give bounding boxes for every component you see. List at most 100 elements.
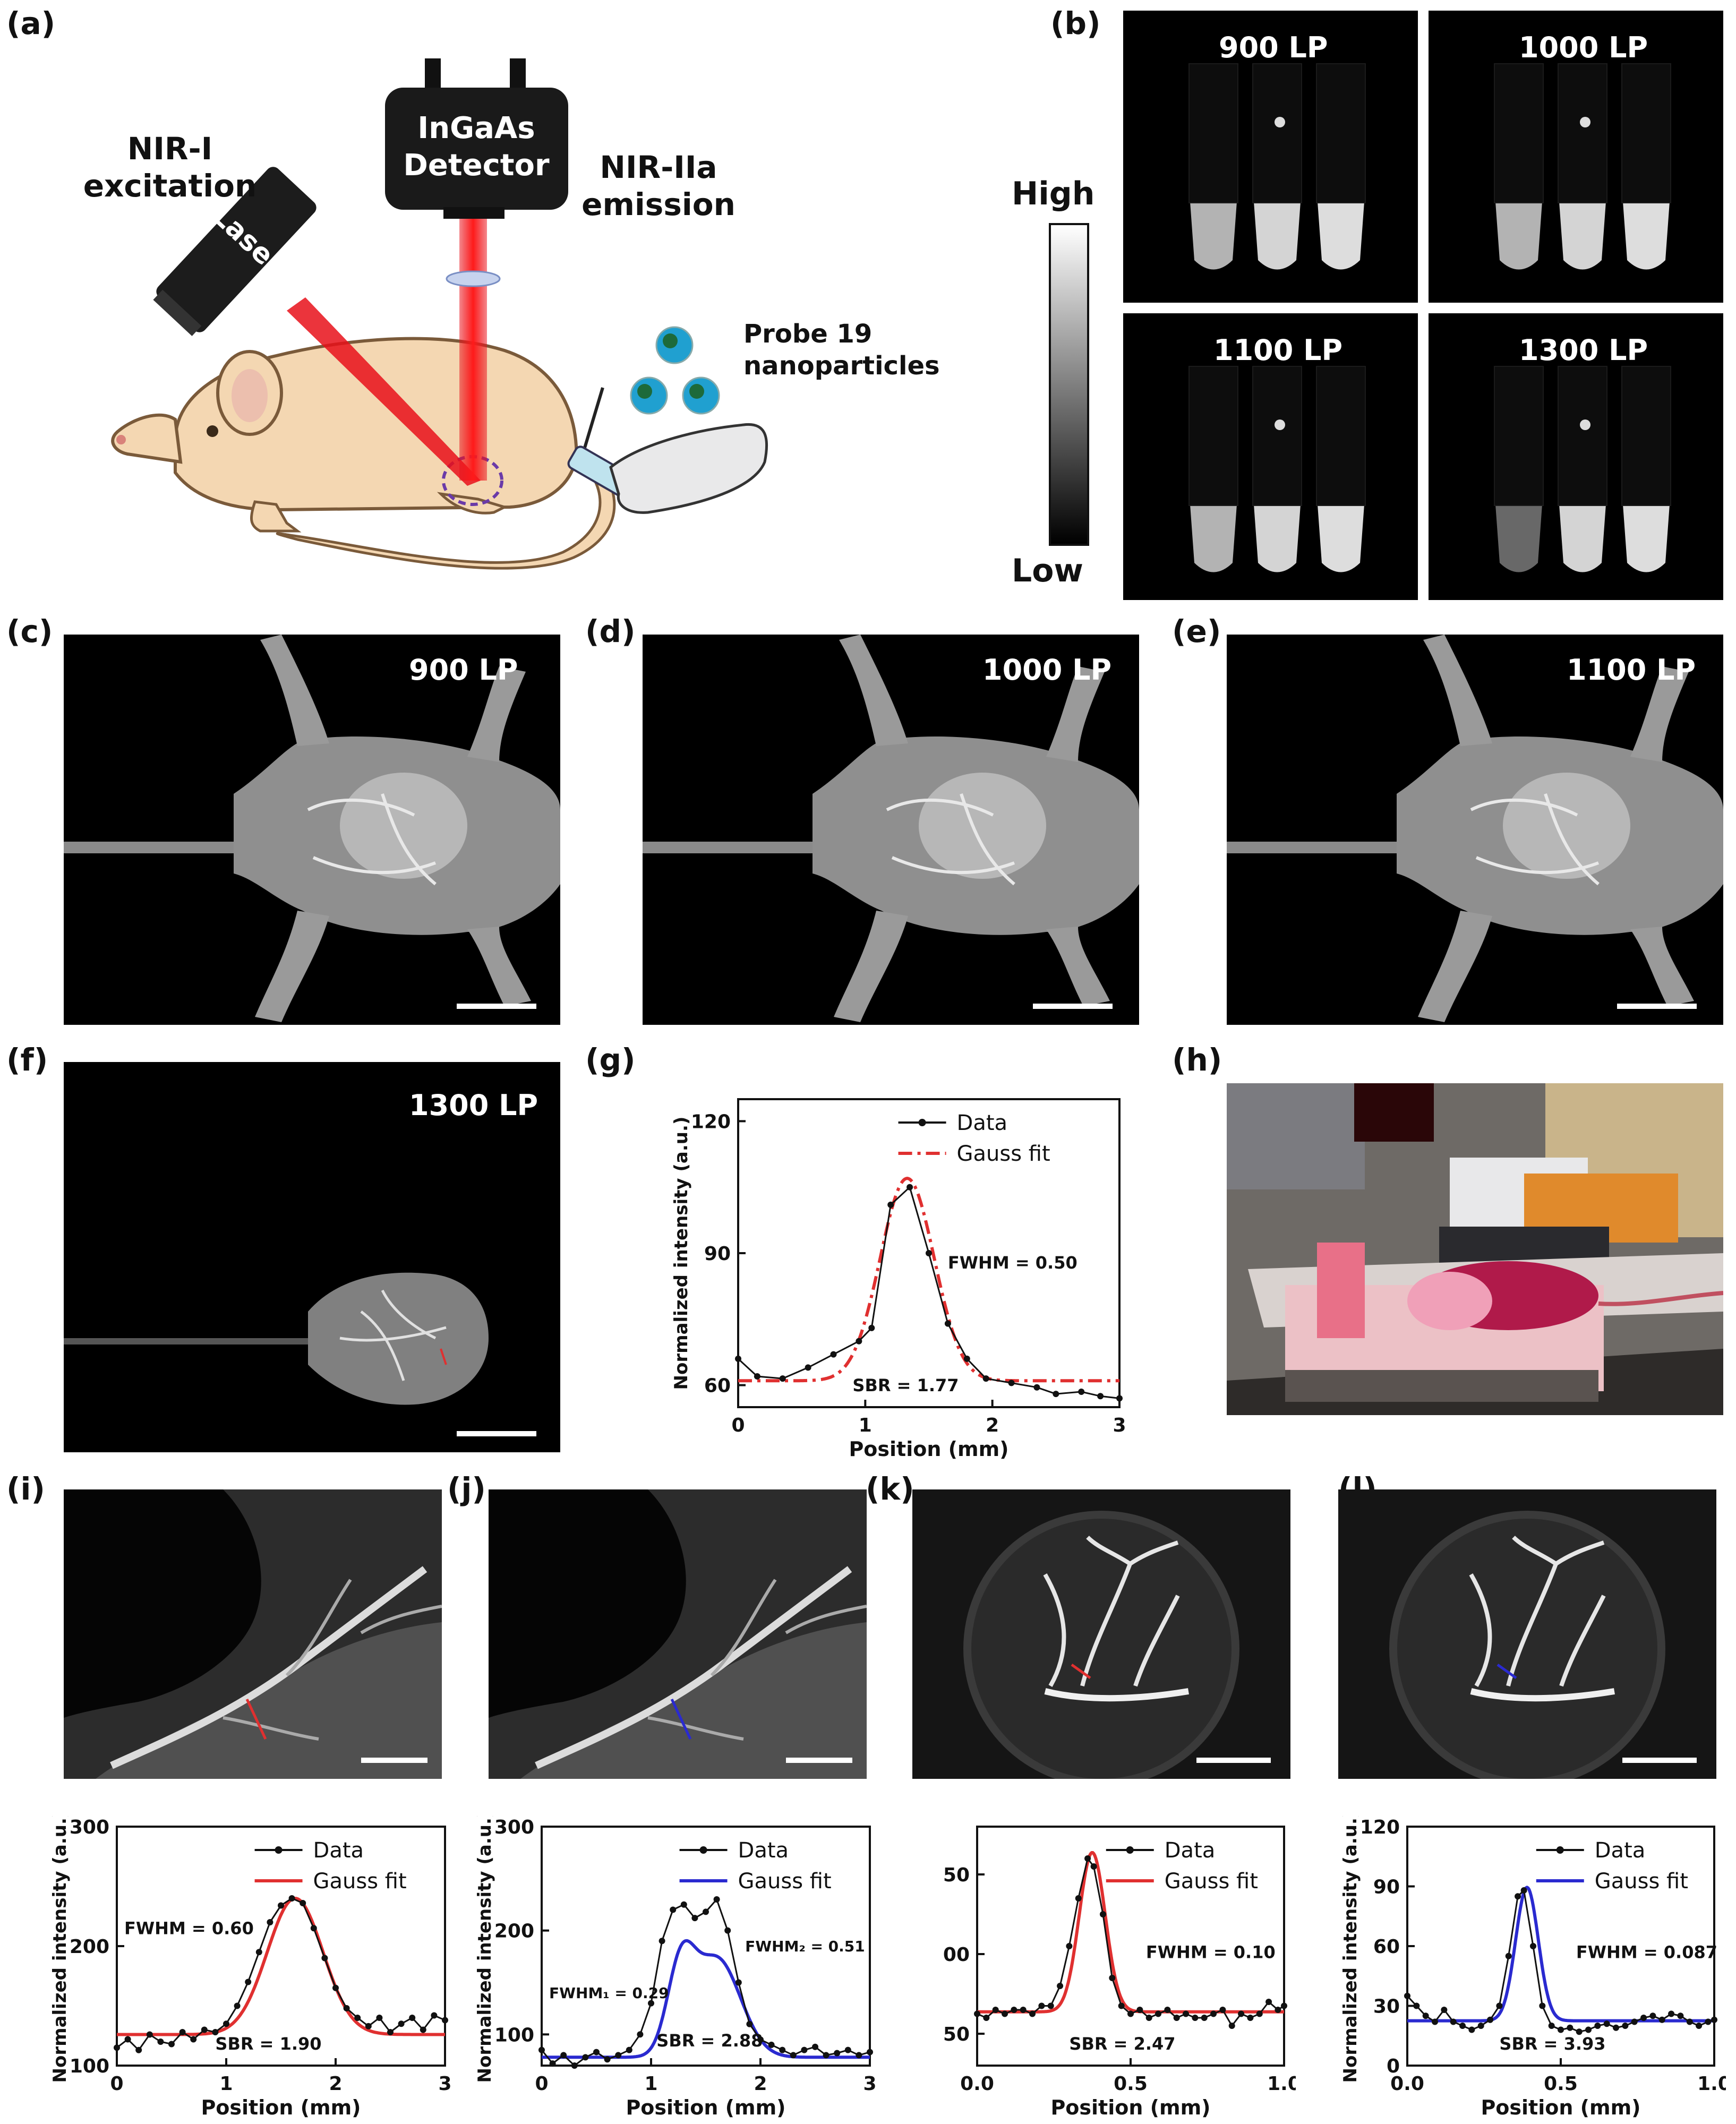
leg-lower-right [1630, 927, 1694, 1006]
filter-label: 1000 LP [1519, 31, 1648, 64]
data-point [768, 2041, 775, 2048]
x-axis-label: Position (mm) [201, 2096, 361, 2119]
data-point [1238, 2010, 1245, 2017]
legend-fit-label: Gauss fit [313, 1869, 407, 1894]
legend-fit-label: Gauss fit [1165, 1869, 1258, 1894]
annotation-fwhm2: FWHM₂ = 0.51 [745, 1938, 865, 1955]
vessel-lines [1470, 793, 1600, 886]
scale-bar [457, 1004, 536, 1009]
data-point [1097, 1393, 1104, 1400]
mouse-body-glow [643, 635, 1139, 1022]
detector-text-2: Detector [403, 148, 550, 183]
data-point [735, 1979, 742, 1986]
tube-wall [1188, 366, 1238, 506]
y-tick-label: 0 [1387, 2056, 1400, 2077]
mouse-silhouette [643, 635, 1139, 1022]
tube [1559, 504, 1606, 572]
mouse-body-glow [1227, 635, 1723, 1022]
annotation-sbr: SBR = 1.77 [852, 1375, 959, 1395]
data-point [604, 2056, 611, 2063]
filter-label: 900 LP [1219, 31, 1328, 64]
data-point [571, 2062, 578, 2069]
data-point [1567, 2024, 1573, 2031]
tube-wall [1494, 366, 1544, 506]
tube-wall [1252, 366, 1302, 506]
data-point [365, 2023, 372, 2029]
data-point [1002, 2010, 1008, 2017]
tube [1254, 202, 1301, 270]
data-point [420, 2026, 426, 2033]
data-point [310, 1925, 317, 1932]
data-point [549, 2060, 556, 2067]
y-tick-label: 200 [494, 1921, 534, 1942]
reflection-spot [1580, 419, 1590, 430]
y-tick-label: 00 [943, 1944, 970, 1966]
scale-bar [1622, 1758, 1697, 1763]
data-point [179, 2029, 186, 2035]
data-point [1116, 1395, 1123, 1402]
data-point [801, 2046, 808, 2053]
hindlimb-vessels [64, 1489, 442, 1779]
mouse-silhouette [1227, 635, 1723, 1022]
mouse-image-1000: 1000 LP [643, 635, 1139, 1025]
profile-line [1496, 1663, 1517, 1680]
tube-wall [1252, 63, 1302, 203]
y-tick-label: 60 [1373, 1936, 1400, 1958]
x-tick-label: 3 [863, 2073, 876, 2095]
x-axis-label: Position (mm) [849, 1437, 1008, 1461]
excitation-beam [287, 297, 481, 486]
x-tick-label: 1.0 [1697, 2073, 1726, 2095]
data-point [157, 2039, 164, 2045]
profile-line [440, 1348, 447, 1365]
mouse-body-glow [64, 635, 560, 1022]
x-tick-label: 0.5 [1114, 2073, 1148, 2095]
scale-bar [457, 1431, 536, 1436]
hindlimb-vessels [489, 1489, 867, 1779]
panel-label-j: (j) [447, 1471, 486, 1507]
x-tick-label: 0.0 [960, 2073, 994, 2095]
data-point [830, 1351, 837, 1358]
data-point [135, 2046, 142, 2053]
vessel-image-l [1338, 1489, 1716, 1779]
data-point [593, 2049, 600, 2056]
y-tick-label: 90 [1373, 1877, 1400, 1898]
mouse-nose [116, 435, 126, 444]
data-point [1649, 2012, 1656, 2019]
tube [1190, 504, 1237, 572]
mouse-tail-glow [64, 842, 239, 853]
excitation-label-2: excitation [83, 168, 257, 204]
data-point [1008, 1380, 1015, 1386]
tube-wall [1494, 63, 1544, 203]
y-tick-label: 200 [70, 1936, 109, 1958]
data-point [907, 1184, 913, 1191]
data-point [1613, 2024, 1620, 2031]
sinus-vessel [1470, 1688, 1615, 1702]
mouse-image-1300: 1300 LP [64, 1062, 560, 1452]
data-point [1053, 1391, 1059, 1398]
mouse-head [111, 413, 183, 464]
data-point [1686, 2018, 1693, 2025]
gauss-fit-line [542, 1939, 870, 2059]
data-point [1520, 1887, 1527, 1894]
data-point [691, 1915, 698, 1922]
x-tick-label: 0 [110, 2073, 123, 2095]
probe-label-2: nanoparticles [743, 351, 940, 381]
tube-wall [1316, 63, 1366, 203]
scale-bar [1617, 1004, 1697, 1009]
scale-bar [786, 1758, 852, 1763]
x-tick-label: 0 [535, 2073, 548, 2095]
data-point [974, 2010, 980, 2017]
data-point [670, 1906, 677, 1913]
leg-upper-right [467, 666, 526, 762]
reflection-spot [1275, 419, 1285, 430]
y-tick-label: 300 [70, 1817, 109, 1838]
data-point [982, 1375, 989, 1382]
data-point [1057, 1983, 1064, 1989]
data-point [1066, 1943, 1073, 1949]
limb-tissue [96, 1622, 442, 1779]
data-point [223, 2020, 229, 2027]
background-void [489, 1489, 686, 1718]
legend-data-label: Data [738, 1838, 789, 1863]
